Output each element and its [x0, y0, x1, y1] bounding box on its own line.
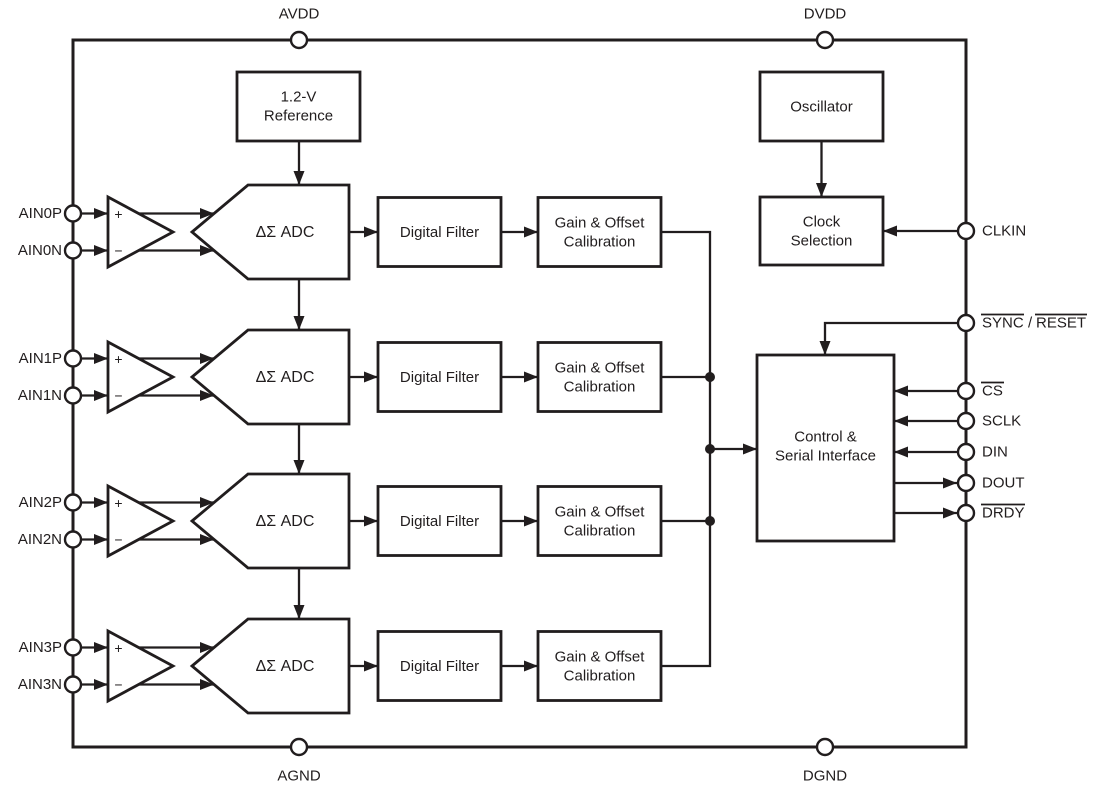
pin-dgnd-circle	[815, 737, 835, 757]
pin-label-n: AIN0N	[18, 242, 62, 259]
pin-dvdd-label: DVDD	[804, 6, 847, 23]
adc-label: ΔΣ ADC	[256, 513, 315, 530]
calibration-box	[536, 341, 663, 413]
arrow-sync-reset-to-control	[819, 321, 958, 355]
calibration-label-line2: Calibration	[564, 234, 636, 251]
calibration-box	[536, 196, 663, 268]
pin-label-p: AIN2P	[19, 494, 62, 511]
right-pins: CLKIN SYNC / RESET CS SCLK DIN DOUT DRDY	[956, 221, 1087, 523]
junction-dot	[705, 516, 715, 526]
channel-2: AIN2P AIN2N + − ΔΣ ADC Digital Filter Ga…	[18, 472, 663, 570]
pga-minus-sign: −	[114, 677, 122, 693]
pin-sclk-circle	[956, 411, 976, 431]
digital-filter-box	[376, 630, 503, 702]
calibration-label-line2: Calibration	[564, 668, 636, 685]
clock-selection-box	[758, 195, 885, 267]
calibration-output-bus	[661, 230, 757, 668]
clock-selection-label-line2: Selection	[791, 233, 853, 250]
calibration-label-line2: Calibration	[564, 523, 636, 540]
calibration-label-line1: Gain & Offset	[555, 360, 646, 377]
pin-avdd-label: AVDD	[279, 6, 320, 23]
pin-circle-n	[63, 530, 83, 549]
pin-din-label: DIN	[982, 444, 1008, 461]
pin-drdy-label: DRDY	[982, 505, 1025, 522]
calibration-label-line2: Calibration	[564, 379, 636, 396]
pga-plus-sign: +	[114, 640, 122, 656]
pin-dgnd-label: DGND	[803, 768, 847, 785]
pin-label-p: AIN3P	[19, 639, 62, 656]
pin-circle-n	[63, 675, 83, 694]
pin-drdy-circle	[956, 503, 976, 523]
channel-3: AIN3P AIN3N + − ΔΣ ADC Digital Filter Ga…	[18, 617, 663, 715]
pin-circle-p	[63, 493, 83, 512]
reference-label-line2: Reference	[264, 108, 333, 125]
digital-filter-box	[376, 485, 503, 557]
pin-circle-p	[63, 638, 83, 657]
pin-label-p: AIN0P	[19, 205, 62, 222]
pin-cs-label: CS	[982, 383, 1003, 400]
control-serial-interface-block: Control & Serial Interface	[755, 353, 896, 543]
pga-minus-sign: −	[114, 243, 122, 259]
digital-filter-label: Digital Filter	[400, 369, 479, 386]
calibration-label-line1: Gain & Offset	[555, 649, 646, 666]
digital-filter-label: Digital Filter	[400, 224, 479, 241]
pin-avdd-circle	[289, 30, 309, 50]
adc-label: ΔΣ ADC	[256, 369, 315, 386]
pin-cs-circle	[956, 381, 976, 401]
pin-sclk-label: SCLK	[982, 413, 1021, 430]
pga-plus-sign: +	[114, 495, 122, 511]
oscillator-label: Oscillator	[790, 99, 853, 116]
pin-agnd-label: AGND	[277, 768, 321, 785]
calibration-label-line1: Gain & Offset	[555, 215, 646, 232]
control-label-line1: Control &	[794, 429, 857, 446]
clock-selection-label-line1: Clock	[803, 214, 841, 231]
control-label-line2: Serial Interface	[775, 448, 876, 465]
pga-plus-sign: +	[114, 206, 122, 222]
channel-1: AIN1P AIN1N + − ΔΣ ADC Digital Filter Ga…	[18, 328, 663, 426]
digital-filter-label: Digital Filter	[400, 513, 479, 530]
pga-minus-sign: −	[114, 532, 122, 548]
pin-sync-reset-circle	[956, 313, 976, 333]
clock-selection-block: Clock Selection	[758, 195, 885, 267]
reference-block: 1.2-V Reference	[235, 70, 362, 143]
pin-dout-circle	[956, 473, 976, 493]
right-signal-wires	[819, 225, 958, 519]
pin-circle-n	[63, 386, 83, 405]
pin-dvdd-circle	[815, 30, 835, 50]
pin-circle-p	[63, 349, 83, 368]
pin-label-n: AIN1N	[18, 387, 62, 404]
pin-label-p: AIN1P	[19, 350, 62, 367]
pin-label-n: AIN3N	[18, 676, 62, 693]
adc-label: ΔΣ ADC	[256, 224, 315, 241]
oscillator-block: Oscillator	[758, 70, 885, 143]
channel-0: AIN0P AIN0N + − ΔΣ ADC Digital Filter Ga…	[18, 183, 663, 281]
pin-sync-label: SYNC	[982, 315, 1024, 332]
pin-sync-reset-slash: /	[1028, 315, 1033, 332]
pga-plus-sign: +	[114, 351, 122, 367]
pin-label-n: AIN2N	[18, 531, 62, 548]
pin-circle-n	[63, 241, 83, 260]
adc-label: ΔΣ ADC	[256, 658, 315, 675]
digital-filter-label: Digital Filter	[400, 658, 479, 675]
reference-label-line1: 1.2-V	[281, 89, 317, 106]
junction-dot	[705, 372, 715, 382]
calibration-box	[536, 630, 663, 702]
calibration-label-line1: Gain & Offset	[555, 504, 646, 521]
pin-reset-label: RESET	[1036, 315, 1086, 332]
reference-box	[235, 70, 362, 143]
calibration-box	[536, 485, 663, 557]
pin-circle-p	[63, 204, 83, 223]
pga-minus-sign: −	[114, 388, 122, 404]
control-box	[755, 353, 896, 543]
oscillator-box	[758, 70, 885, 143]
pin-clkin-circle	[956, 221, 976, 241]
pin-dout-label: DOUT	[982, 475, 1025, 492]
pin-clkin-label: CLKIN	[982, 223, 1026, 240]
pin-din-circle	[956, 442, 976, 462]
pin-agnd-circle	[289, 737, 309, 757]
